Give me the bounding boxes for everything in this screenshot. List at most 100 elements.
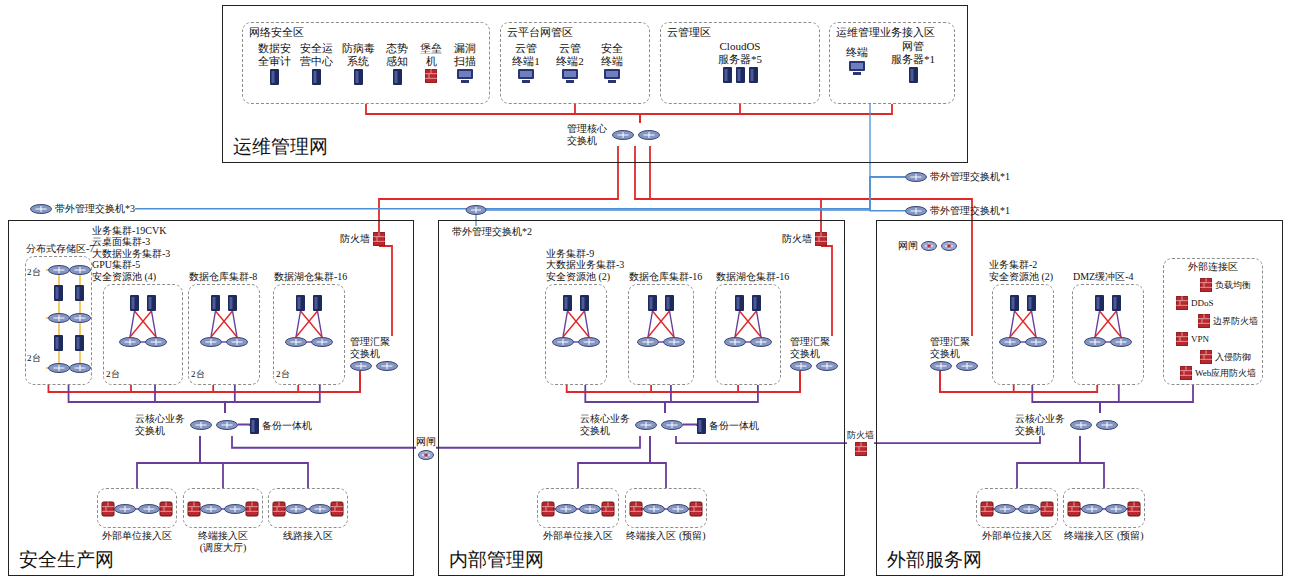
- device: 带外管理交换机*1: [905, 205, 1010, 217]
- switch-mark: [643, 339, 654, 345]
- node-label: 带外管理交换机*2: [452, 226, 532, 238]
- device-icons: [635, 420, 683, 430]
- device: 数据安 全审计: [256, 42, 292, 85]
- device-icons: [393, 69, 402, 85]
- device-icons: [1200, 350, 1212, 364]
- switch-mark: [1005, 339, 1016, 345]
- fw-icon: [331, 502, 343, 516]
- node-label: 终端: [846, 46, 868, 59]
- server-body: [697, 418, 706, 434]
- pc-icon: [518, 69, 534, 83]
- switch-body: [419, 450, 434, 459]
- server-face: [582, 297, 585, 309]
- firewall-bricks: [373, 232, 385, 241]
- server-face: [1012, 297, 1015, 309]
- node-label: 云核心业务 交换机: [580, 413, 632, 436]
- switch-mark: [222, 422, 233, 428]
- server-body: [736, 67, 745, 83]
- switch-mark: [1076, 422, 1087, 428]
- sw-icon: [1026, 338, 1047, 347]
- switch-body: [227, 338, 248, 347]
- switch-body: [377, 362, 398, 371]
- sw-icon: [286, 505, 307, 514]
- switch-mark: [125, 339, 136, 345]
- switch-mark: [75, 365, 86, 371]
- switch-mark: [644, 132, 655, 138]
- network-link: [640, 104, 892, 123]
- switch-body: [1071, 420, 1092, 429]
- switch-body: [906, 172, 927, 181]
- server-face: [230, 297, 233, 309]
- zone-equipment: [977, 489, 1057, 527]
- firewall-bricks: [1198, 314, 1210, 323]
- region-title: 内部管理网: [449, 549, 544, 571]
- srv-icon: [648, 295, 657, 311]
- zone-box: DMZ缓冲区-4: [1072, 284, 1144, 385]
- gap-mark: [927, 244, 931, 248]
- switch-mark: [618, 132, 629, 138]
- monitor: [604, 69, 620, 79]
- monitor-stand: [461, 80, 469, 83]
- srv-icon: [580, 295, 589, 311]
- switch-body: [201, 505, 222, 514]
- device: VPN: [1176, 332, 1209, 346]
- switch-body: [579, 338, 600, 347]
- server-body: [354, 69, 363, 85]
- server-face: [667, 297, 670, 309]
- firewall-body: [246, 502, 258, 516]
- device-icons: [612, 130, 660, 140]
- device: 带外管理交换机*2: [452, 226, 532, 238]
- server-body: [75, 335, 84, 351]
- server-face: [737, 297, 740, 309]
- srv-icon: [54, 285, 63, 301]
- node-label: 漏洞 扫描: [452, 42, 478, 67]
- server-body: [312, 69, 321, 85]
- server-face: [750, 69, 753, 81]
- zone-heading: 分布式存储区-7: [26, 243, 94, 255]
- switch-mark: [1111, 506, 1122, 512]
- node-label: 防火墙: [847, 430, 874, 440]
- server-body: [393, 69, 402, 85]
- device: 备份一体机: [250, 418, 312, 434]
- wire: [216, 311, 238, 337]
- srv-icon: [130, 295, 139, 311]
- switch-mark: [471, 207, 481, 213]
- node-label: 管理汇聚 交换机: [930, 336, 972, 359]
- switch-body: [639, 130, 660, 139]
- sw-icon: [70, 364, 91, 373]
- switch-mark: [962, 363, 973, 369]
- oob-switch-icon: [466, 206, 486, 215]
- sw-icon: [227, 338, 248, 347]
- switch-mark: [796, 363, 807, 369]
- network-link: [1032, 385, 1100, 413]
- zone-box: 云平台网管区云管 终端1云管 终端2安全 终端: [500, 22, 650, 104]
- sw-icon: [662, 420, 683, 429]
- zone-equipment: [98, 489, 176, 527]
- sw-icon: [638, 338, 659, 347]
- device-icons: [30, 204, 52, 214]
- firewall-bricks: [630, 502, 642, 511]
- switch-mark: [1087, 506, 1098, 512]
- server-body: [1010, 295, 1019, 311]
- server-body: [228, 295, 237, 311]
- firewall-body: [1041, 502, 1053, 516]
- network-link: [575, 104, 640, 123]
- network-link: [650, 436, 666, 488]
- device: 防病毒 系统: [340, 42, 376, 85]
- device-icons: [1200, 278, 1212, 292]
- node-label: 负载均衡: [1215, 280, 1251, 290]
- sw-icon: [225, 505, 246, 514]
- switch-mark: [667, 422, 678, 428]
- switch-mark: [151, 339, 162, 345]
- firewall-body: [690, 502, 702, 516]
- zone-heading: 数据仓库集群-16: [629, 271, 702, 283]
- switch-mark: [75, 315, 86, 321]
- zone-heading: 数据仓库集群-8: [189, 271, 257, 283]
- server-face: [149, 297, 152, 309]
- server-body: [665, 295, 674, 311]
- firewall-bricks: [855, 442, 867, 451]
- firewall-bricks: [1180, 366, 1192, 375]
- switch-body: [995, 505, 1016, 514]
- srv-icon: [211, 295, 220, 311]
